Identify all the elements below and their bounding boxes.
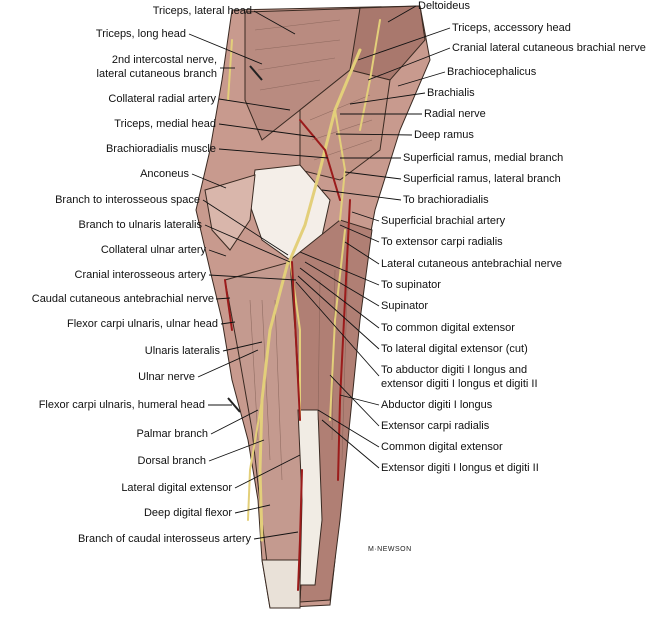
cut-tendon-upper bbox=[249, 65, 263, 81]
label-brachialis: Brachialis bbox=[427, 87, 475, 99]
label-branch-to-interosseous-space: Branch to interosseous space bbox=[55, 194, 200, 206]
label-to-abductor-digiti-line1: To abductor digiti I longus and bbox=[381, 364, 527, 376]
label-triceps-medial-head: Triceps, medial head bbox=[114, 118, 216, 130]
forelimb-illustration bbox=[195, 5, 431, 609]
label-cranial-interosseous-artery: Cranial interosseous artery bbox=[75, 269, 207, 281]
lateral-cutaneous-antebrachial-path bbox=[329, 229, 346, 421]
label-extensor-carpi-radialis: Extensor carpi radialis bbox=[381, 420, 490, 432]
label-supinator: Supinator bbox=[381, 300, 428, 312]
palmar-branch-path bbox=[247, 399, 263, 521]
label-collateral-ulnar-artery: Collateral ulnar artery bbox=[101, 244, 207, 256]
label-to-extensor-carpi-radialis: To extensor carpi radialis bbox=[381, 236, 503, 248]
label-deep-digital-flexor: Deep digital flexor bbox=[144, 507, 232, 519]
label-anconeus: Anconeus bbox=[140, 168, 189, 180]
label-to-common-digital-extensor: To common digital extensor bbox=[381, 322, 515, 334]
superficial-brachial-artery-path bbox=[337, 199, 351, 481]
label-intercostal-nerve-line1: 2nd intercostal nerve, bbox=[112, 54, 217, 66]
label-cranial-lateral-cutaneous-brachial-nerve: Cranial lateral cutaneous brachial nerve bbox=[452, 42, 646, 54]
superficial-ramus-path bbox=[334, 109, 347, 221]
label-dorsal-branch: Dorsal branch bbox=[138, 455, 206, 467]
label-branch-of-caudal-interosseus-artery: Branch of caudal interosseus artery bbox=[78, 533, 252, 545]
label-extensor-digiti-i-longus-et-digiti-ii: Extensor digiti I longus et digiti II bbox=[381, 462, 539, 474]
label-branch-to-ulnaris-lateralis: Branch to ulnaris lateralis bbox=[78, 219, 202, 231]
label-collateral-radial-artery: Collateral radial artery bbox=[108, 93, 216, 105]
right-labels: Deltoideus Triceps, accessory head Crani… bbox=[295, 0, 646, 474]
deltoideus-shape bbox=[349, 5, 426, 81]
label-to-lateral-digital-extensor-cut: To lateral digital extensor (cut) bbox=[381, 343, 528, 355]
label-abductor-digiti-i-longus: Abductor digiti I longus bbox=[381, 399, 493, 411]
anconeus-shape bbox=[204, 174, 256, 251]
label-brachiocephalicus: Brachiocephalicus bbox=[447, 66, 537, 78]
label-lateral-cutaneous-antebrachial-nerve: Lateral cutaneous antebrachial nerve bbox=[381, 258, 562, 270]
label-triceps-long-head: Triceps, long head bbox=[96, 28, 186, 40]
label-ulnaris-lateralis: Ulnaris lateralis bbox=[145, 345, 221, 357]
cutaneous-nerve-path bbox=[359, 19, 381, 131]
label-superficial-brachial-artery: Superficial brachial artery bbox=[381, 215, 506, 227]
label-to-supinator: To supinator bbox=[381, 279, 441, 291]
label-flexor-carpi-ulnaris-humeral-head: Flexor carpi ulnaris, humeral head bbox=[39, 399, 205, 411]
label-deltoideus: Deltoideus bbox=[418, 0, 470, 12]
label-triceps-lateral-head: Triceps, lateral head bbox=[153, 5, 252, 17]
label-brachioradialis-muscle: Brachioradialis muscle bbox=[106, 143, 216, 155]
carpal-area-shape bbox=[261, 559, 301, 609]
label-to-brachioradialis: To brachioradialis bbox=[403, 194, 489, 206]
interosseous-artery-path bbox=[291, 261, 301, 421]
caudal-interosseus-branch-path bbox=[297, 469, 303, 591]
cut-tendon-lower bbox=[227, 397, 241, 413]
label-palmar-branch: Palmar branch bbox=[136, 428, 208, 440]
label-triceps-accessory-head: Triceps, accessory head bbox=[452, 22, 571, 34]
label-lateral-digital-extensor: Lateral digital extensor bbox=[121, 482, 232, 494]
label-flexor-carpi-ulnaris-ulnar-head: Flexor carpi ulnaris, ulnar head bbox=[67, 318, 218, 330]
label-caudal-cutaneous-antebrachial-nerve: Caudal cutaneous antebrachial nerve bbox=[32, 293, 214, 305]
label-deep-ramus: Deep ramus bbox=[414, 129, 474, 141]
collateral-radial-artery-path bbox=[299, 119, 341, 201]
label-ulnar-nerve: Ulnar nerve bbox=[138, 371, 195, 383]
label-intercostal-nerve-line2: lateral cutaneous branch bbox=[97, 68, 217, 80]
label-superficial-ramus-lateral-branch: Superficial ramus, lateral branch bbox=[403, 173, 561, 185]
label-superficial-ramus-medial-branch: Superficial ramus, medial branch bbox=[403, 152, 563, 164]
intercostal-nerve-path bbox=[227, 39, 233, 101]
label-radial-nerve: Radial nerve bbox=[424, 108, 486, 120]
collateral-ulnar-artery-path bbox=[224, 279, 233, 331]
label-to-abductor-digiti-line2: extensor digiti I longus et digiti II bbox=[381, 378, 538, 390]
radial-nerve-path bbox=[288, 48, 362, 262]
left-labels: Triceps, lateral head Triceps, long head… bbox=[32, 5, 329, 545]
artist-signature: M·NEWSON bbox=[368, 546, 412, 553]
arteries bbox=[224, 119, 351, 591]
label-common-digital-extensor: Common digital extensor bbox=[381, 441, 503, 453]
